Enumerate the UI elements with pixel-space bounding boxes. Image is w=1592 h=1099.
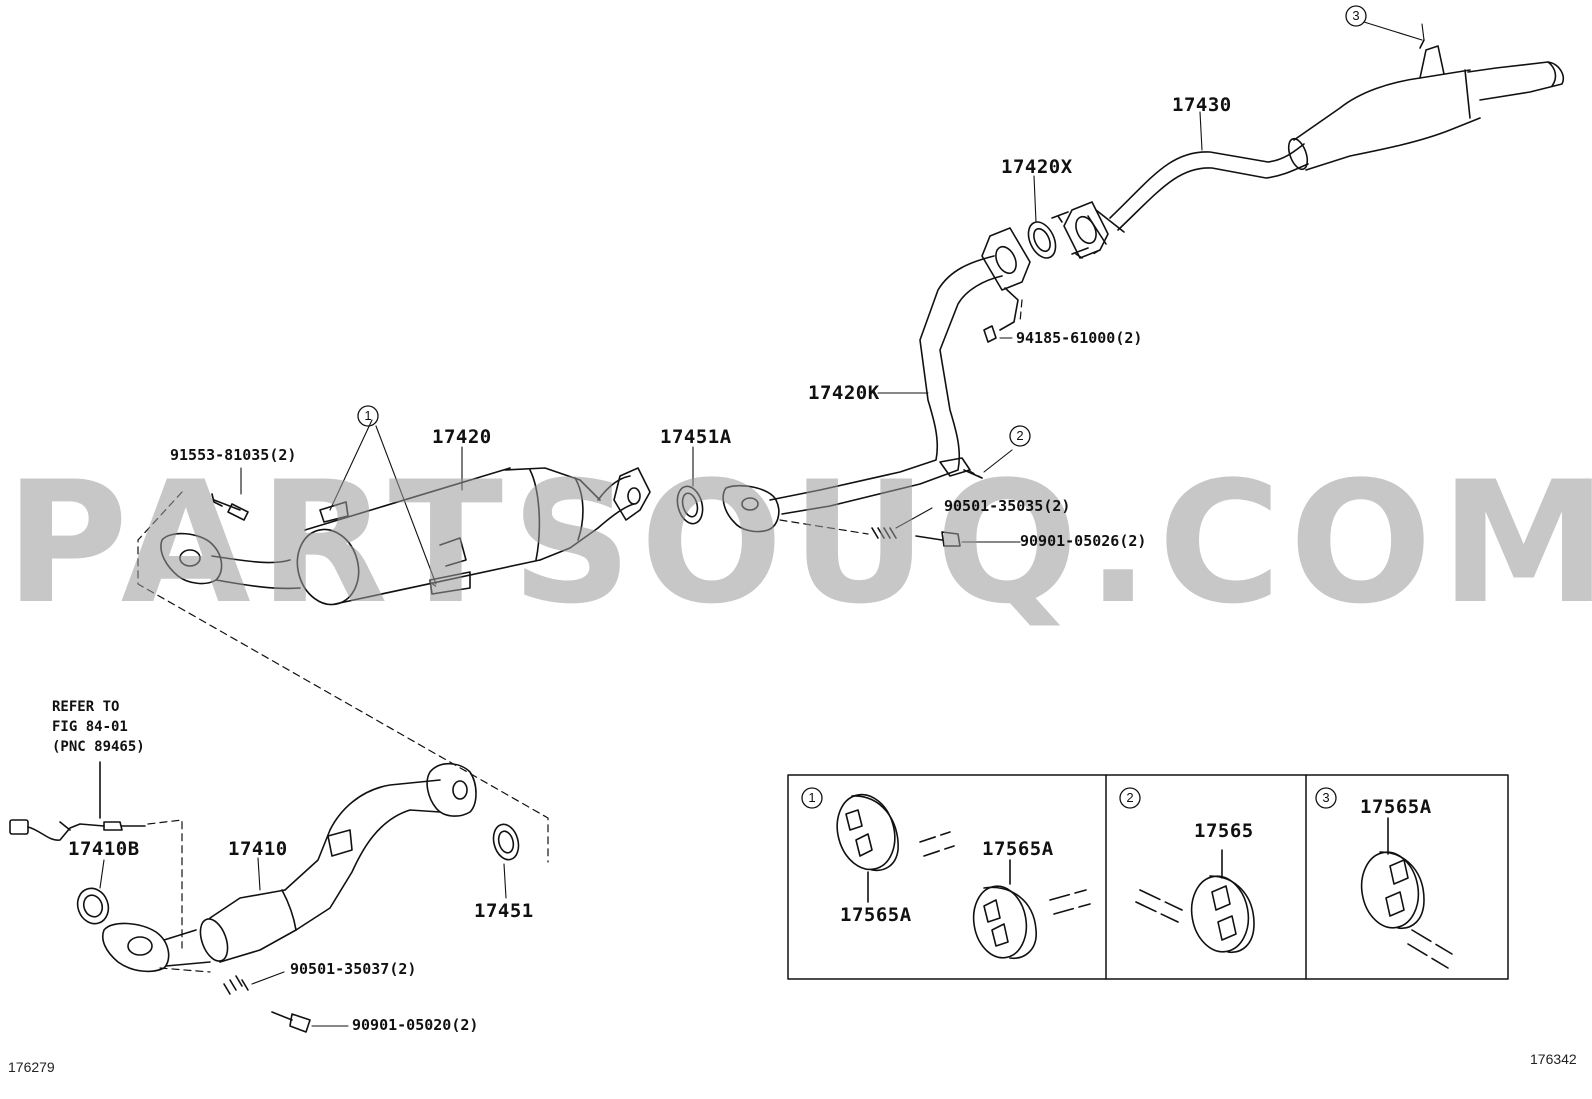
tail-pipe-17430 — [1087, 39, 1564, 245]
label-17451a[interactable]: 17451A — [660, 426, 732, 448]
gasket-17410b-shape — [76, 887, 110, 925]
box1-callout-circle — [801, 787, 823, 809]
gasket-17451-shape — [492, 823, 520, 861]
detail-box-frame — [787, 774, 1509, 980]
callout-circle-1 — [357, 405, 379, 427]
box1-hangers — [836, 793, 1091, 959]
label-17420k[interactable]: 17420K — [808, 382, 880, 404]
label-17410[interactable]: 17410 — [228, 838, 288, 860]
label-90501-35035[interactable]: 90501-35035(2) — [944, 497, 1071, 515]
watermark: PARTSOUQ.COM — [5, 445, 1592, 641]
label-90901-05020[interactable]: 90901-05020(2) — [352, 1016, 479, 1034]
box3-hanger — [1360, 817, 1453, 969]
box2-callout-circle — [1119, 787, 1141, 809]
callout-circle-2 — [1009, 425, 1031, 447]
ref-note-line2: FIG 84-01 — [52, 719, 128, 735]
ref-note-line3: (PNC 89465) — [52, 739, 145, 755]
box2-callout: 2 — [1126, 790, 1134, 805]
box3-callout-circle — [1315, 787, 1337, 809]
oxygen-sensor — [9, 761, 146, 841]
box2-label-17565[interactable]: 17565 — [1194, 820, 1254, 842]
label-90901-05026[interactable]: 90901-05026(2) — [1020, 532, 1147, 550]
label-17420[interactable]: 17420 — [432, 426, 492, 448]
box1-label-17565a-left[interactable]: 17565A — [840, 904, 912, 926]
gasket-17451a-shape — [676, 485, 704, 525]
converter-17420 — [160, 467, 651, 606]
label-91553-81035[interactable]: 91553-81035(2) — [170, 446, 297, 464]
callout-3: 3 — [1352, 8, 1360, 23]
box1-callout: 1 — [808, 790, 816, 805]
box3-callout: 3 — [1322, 790, 1330, 805]
fasteners — [211, 215, 1083, 1033]
box2-hanger — [1135, 849, 1255, 953]
callout-1: 1 — [364, 408, 372, 423]
ref-note-line1: REFER TO — [52, 699, 120, 715]
box3-label-17565a[interactable]: 17565A — [1360, 796, 1432, 818]
label-90501-35037[interactable]: 90501-35037(2) — [290, 960, 417, 978]
front-pipe-17410 — [102, 762, 477, 973]
label-17430[interactable]: 17430 — [1172, 94, 1232, 116]
label-17451[interactable]: 17451 — [474, 900, 534, 922]
label-17420x[interactable]: 17420X — [1001, 156, 1073, 178]
callout-2: 2 — [1016, 428, 1024, 443]
figure-id-left: 176279 — [8, 1059, 55, 1075]
dashed-guides — [137, 249, 1101, 973]
leader-lines — [99, 21, 1425, 1027]
intermediate-pipe-17420k — [722, 227, 1031, 533]
label-17410b[interactable]: 17410B — [68, 838, 140, 860]
label-94185-61000[interactable]: 94185-61000(2) — [1016, 329, 1143, 347]
figure-id-right: 176342 — [1530, 1051, 1577, 1067]
callout-circle-3 — [1345, 5, 1367, 27]
box1-label-17565a-right[interactable]: 17565A — [982, 838, 1054, 860]
